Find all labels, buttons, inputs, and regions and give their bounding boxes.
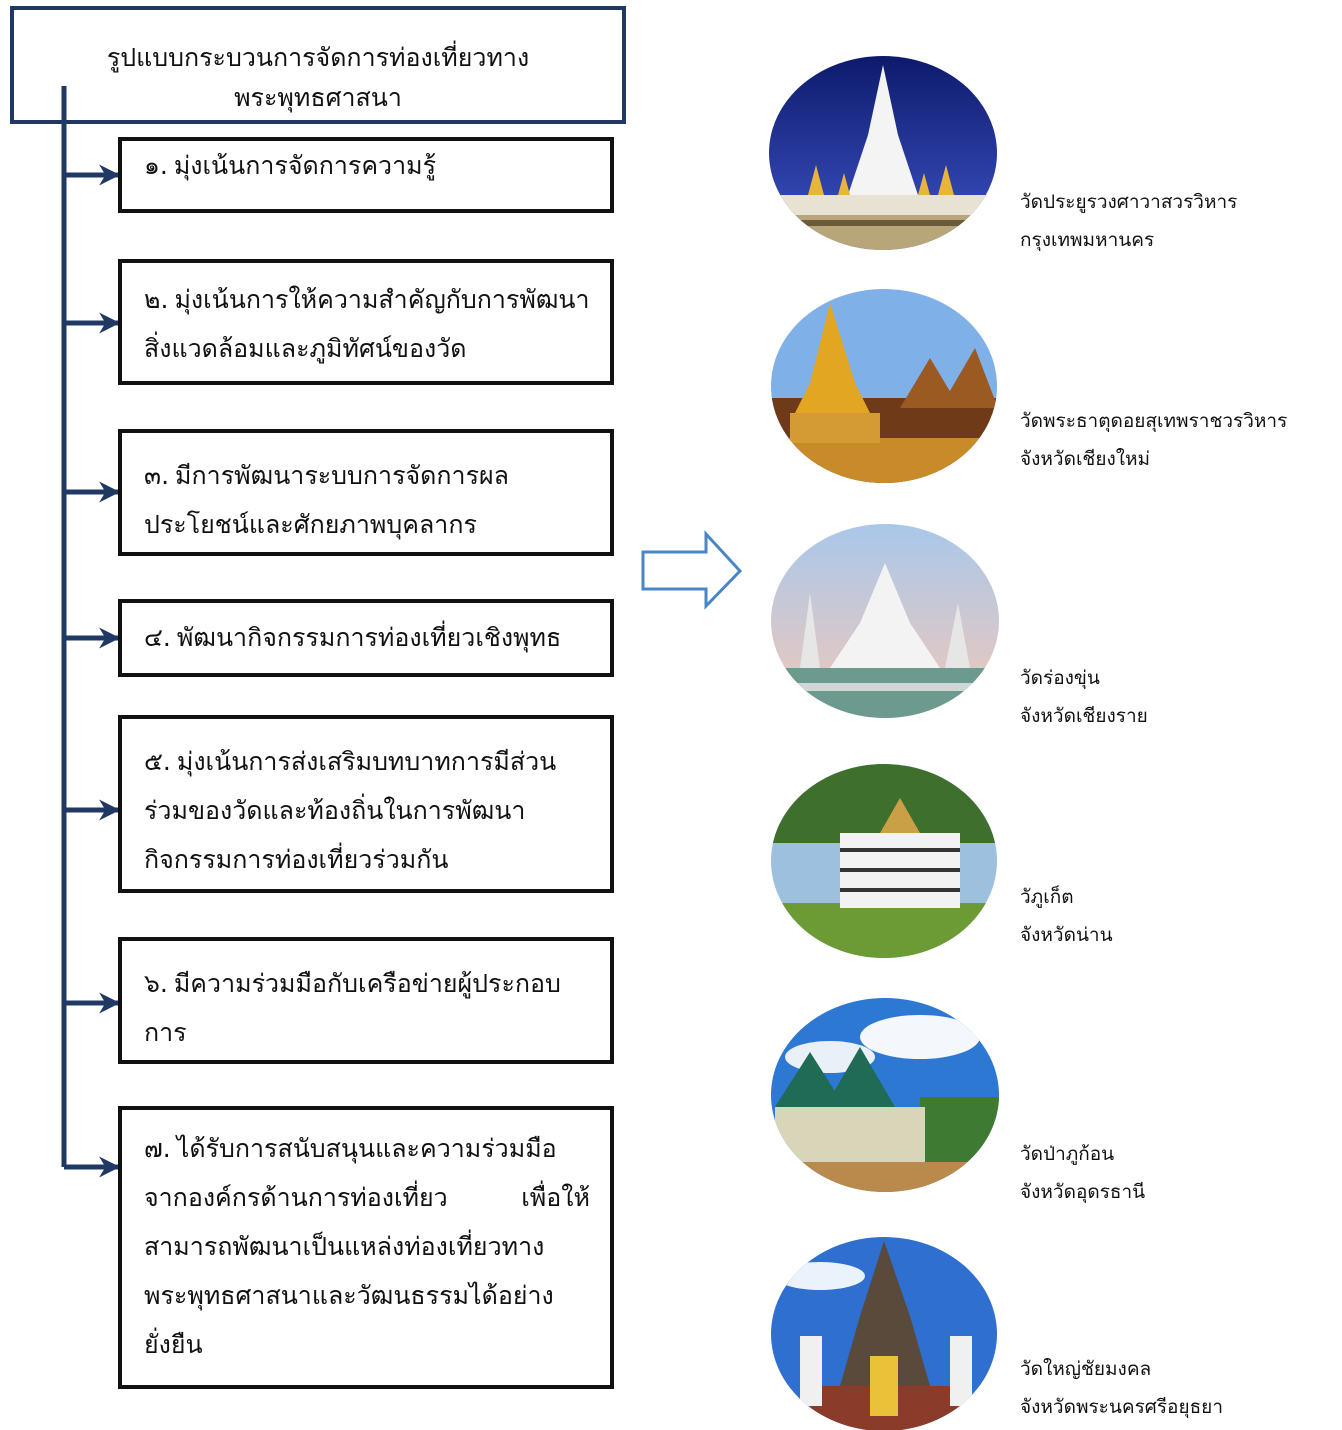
step-box-5: ๕.มุ่งเน้นการส่งเสริมบทบาทการมีส่วนร่วมข… [118,715,614,893]
step-number: ๕. [144,747,171,776]
site-caption-2: วัดพระธาตุดอยสุเทพราชวรวิหาร จังหวัดเชีย… [1020,402,1287,478]
step-number: ๓. [144,461,170,490]
step-number: ๔. [144,623,171,652]
diagram-title-line-2: พระพุทธศาสนา [234,83,402,112]
temple-photo-3 [771,524,999,718]
step-text: มุ่งเน้นการส่งเสริมบทบาทการมีส่วนร่วมของ… [144,747,557,874]
step-box-7: ๗.ได้รับการสนับสนุนและความร่วมมือจากองค์… [118,1106,614,1389]
step-number: ๖. [144,969,168,998]
hollow-arrow-right-icon [641,530,743,610]
site-caption-3: วัดร่องขุ่น จังหวัดเชียงราย [1020,659,1148,735]
temple-photo-5 [771,998,999,1192]
site-caption-4: วัภูเก็ต จังหวัดน่าน [1020,878,1113,954]
step-box-4: ๔.พัฒนากิจกรรมการท่องเที่ยวเชิงพุทธ [118,599,614,677]
site-name: วัดป่าภูก้อน [1020,1143,1115,1165]
site-caption-5: วัดป่าภูก้อน จังหวัดอุดรธานี [1020,1135,1145,1211]
step-text: มีการพัฒนาระบบการจัดการผลประโยชน์และศักย… [144,461,509,539]
step-box-2: ๒.มุ่งเน้นการให้ความสำคัญกับการพัฒนาสิ่ง… [118,259,614,385]
site-province: จังหวัดอุดรธานี [1020,1181,1146,1203]
temple-photo-6 [771,1237,997,1430]
site-name: วัดใหญ่ชัยมงคล [1020,1358,1152,1380]
site-name: วัดประยูรวงศาวาสวรวิหาร [1020,191,1238,213]
step-number: ๑. [144,151,168,180]
temple-photo-2 [771,289,997,483]
diagram-title-line-1: รูปแบบกระบวนการจัดการท่องเที่ยวทาง [106,43,530,72]
step-text: ได้รับการสนับสนุนและความร่วมมือจากองค์กร… [144,1134,590,1359]
site-name: วัภูเก็ต [1020,886,1074,908]
step-text: พัฒนากิจกรรมการท่องเที่ยวเชิงพุทธ [176,623,562,652]
site-name: วัดพระธาตุดอยสุเทพราชวรวิหาร [1020,410,1288,432]
temple-photo-1 [769,56,997,250]
diagram-title-box: รูปแบบกระบวนการจัดการท่องเที่ยวทาง พระพุ… [10,6,626,124]
step-number: ๒. [144,285,169,314]
step-box-1: ๑.มุ่งเน้นการจัดการความรู้ [118,137,614,213]
site-province: จังหวัดเชียงใหม่ [1020,448,1151,470]
step-number: ๗. [144,1134,171,1163]
step-box-6: ๖.มีความร่วมมือกับเครือข่ายผู้ประกอบการ [118,937,614,1064]
site-province: จังหวัดน่าน [1020,924,1113,946]
site-name: วัดร่องขุ่น [1020,667,1100,689]
site-caption-6: วัดใหญ่ชัยมงคล จังหวัดพระนครศรีอยุธยา [1020,1350,1223,1426]
site-province: กรุงเทพมหานคร [1020,229,1155,251]
step-box-3: ๓.มีการพัฒนาระบบการจัดการผลประโยชน์และศั… [118,429,614,556]
temple-photo-4 [771,764,997,958]
site-caption-1: วัดประยูรวงศาวาสวรวิหาร กรุงเทพมหานคร [1020,183,1237,259]
step-text: มีความร่วมมือกับเครือข่ายผู้ประกอบการ [144,969,561,1047]
step-text: มุ่งเน้นการให้ความสำคัญกับการพัฒนาสิ่งแว… [144,285,590,363]
step-text: มุ่งเน้นการจัดการความรู้ [173,151,437,180]
site-province: จังหวัดเชียงราย [1020,705,1148,727]
site-province: จังหวัดพระนครศรีอยุธยา [1020,1396,1223,1418]
